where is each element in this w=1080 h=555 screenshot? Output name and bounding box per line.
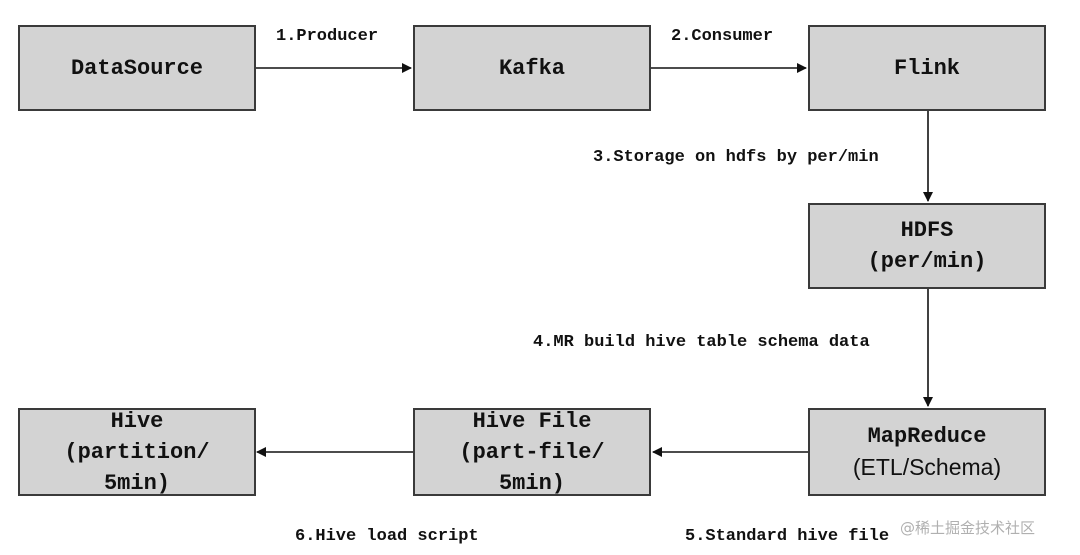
hive-node: Hive (partition/ 5min) <box>18 408 256 496</box>
edge-label-mr-build: 4.MR build hive table schema data <box>533 333 870 352</box>
hdfs-node: HDFS (per/min) <box>808 203 1046 289</box>
hivefile-sublabel-2: 5min) <box>498 470 565 496</box>
hivefile-node: Hive File (part-file/ 5min) <box>413 408 651 496</box>
hive-sublabel-1: (partition/ <box>64 439 210 465</box>
edge-label-producer: 1.Producer <box>276 27 379 46</box>
mapreduce-label: MapReduce <box>867 424 987 449</box>
kafka-label: Kafka <box>498 55 565 81</box>
hivefile-label: Hive File <box>472 408 592 434</box>
hdfs-label: HDFS <box>900 218 954 243</box>
edge-label-standard: 5.Standard hive file <box>685 527 890 546</box>
hive-sublabel-2: 5min) <box>103 470 170 496</box>
watermark-text: @稀土掘金技术社区 <box>900 519 1036 537</box>
edge-label-load: 6.Hive load script <box>295 527 479 546</box>
hdfs-sublabel: (per/min) <box>867 249 987 274</box>
datasource-label: DataSource <box>70 55 204 81</box>
mapreduce-node: MapReduce (ETL/Schema) <box>808 408 1046 496</box>
mapreduce-sublabel: (ETL/Schema) <box>852 454 1002 480</box>
edge-label-storage: 3.Storage on hdfs by per/min <box>593 148 879 167</box>
kafka-node: Kafka <box>413 25 651 111</box>
edge-label-consumer: 2.Consumer <box>671 27 774 46</box>
flink-node: Flink <box>808 25 1046 111</box>
datasource-node: DataSource <box>18 25 256 111</box>
hivefile-sublabel-1: (part-file/ <box>459 439 605 465</box>
hive-label: Hive <box>110 408 164 434</box>
flink-label: Flink <box>893 55 960 81</box>
